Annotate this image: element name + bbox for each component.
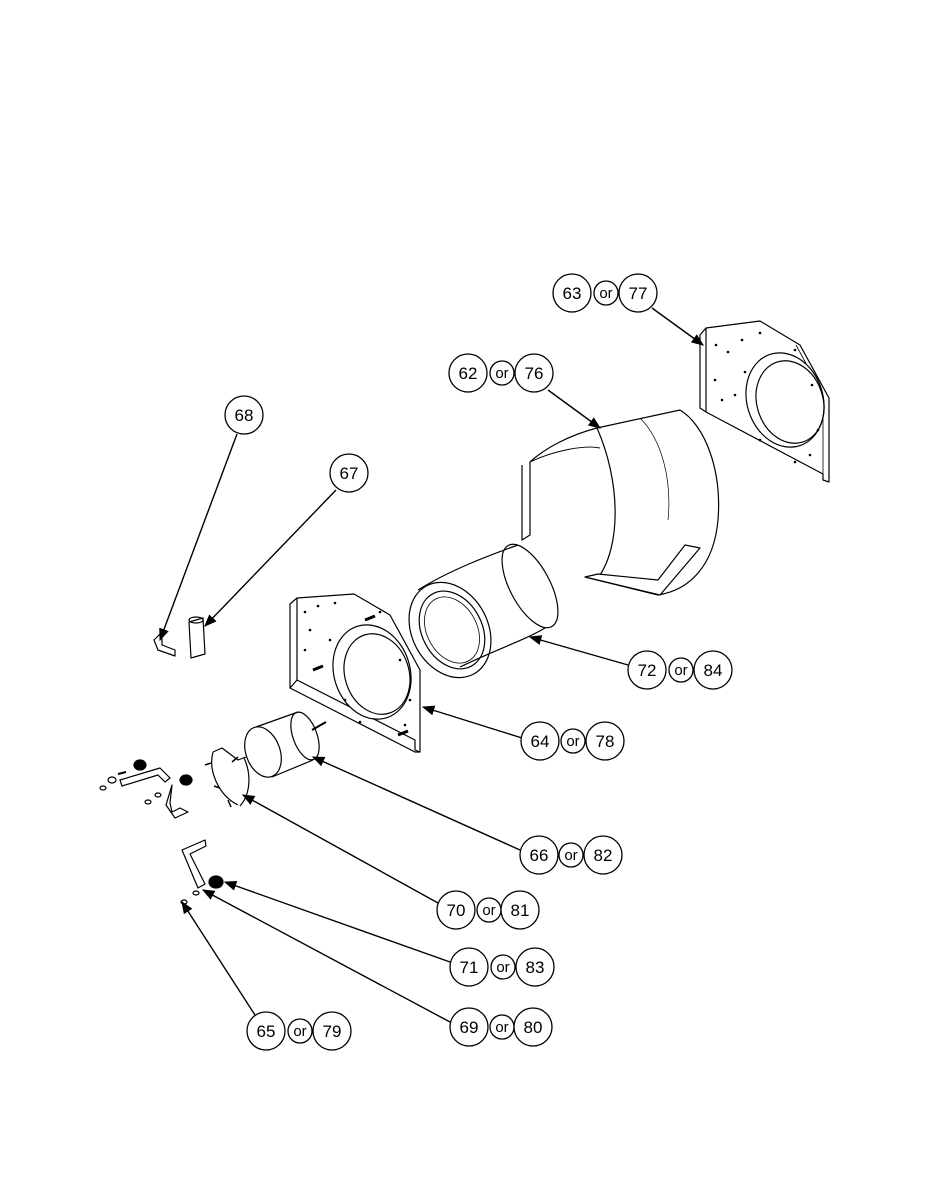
callout-63-77: 63 or 77 xyxy=(552,273,658,313)
callout-69-80: 69 or 80 xyxy=(449,1007,553,1047)
callout-62-76: 62 or 76 xyxy=(448,353,554,393)
callout-66-82: 66 or 82 xyxy=(519,835,623,875)
leader-65 xyxy=(181,900,256,1016)
front-side-panel xyxy=(289,593,421,753)
callout-67: 67 xyxy=(329,453,369,493)
motor-arms-hardware xyxy=(99,759,224,905)
callout-or: or xyxy=(293,1023,306,1040)
callout-number: 79 xyxy=(323,1022,342,1041)
callout-number: 81 xyxy=(511,901,530,920)
callout-71-83: 71 or 83 xyxy=(449,947,555,987)
callout-number: 69 xyxy=(460,1018,479,1037)
callout-number: 71 xyxy=(460,958,479,977)
callout-number: 84 xyxy=(704,661,723,680)
leader-71 xyxy=(223,881,451,963)
mounting-bracket xyxy=(153,631,176,657)
callout-or: or xyxy=(495,365,508,382)
callout-or: or xyxy=(566,733,579,750)
callout-or: or xyxy=(674,662,687,679)
callout-number: 83 xyxy=(526,958,545,977)
blower-housing-scroll xyxy=(521,409,720,596)
parts-drawing xyxy=(99,320,830,905)
callout-number: 72 xyxy=(638,661,657,680)
callout-number: 63 xyxy=(563,284,582,303)
callout-65-79: 65 or 79 xyxy=(246,1011,352,1051)
blower-wheel xyxy=(408,543,559,679)
callout-70-81: 70 or 81 xyxy=(436,890,540,930)
rear-side-panel xyxy=(699,320,830,483)
leader-68 xyxy=(159,433,238,642)
callout-or: or xyxy=(496,959,509,976)
leader-70 xyxy=(241,794,439,904)
callout-number: 68 xyxy=(235,406,254,425)
leader-66 xyxy=(311,756,521,851)
callout-number: 66 xyxy=(530,846,549,865)
callout-number: 64 xyxy=(531,732,550,751)
callout-number: 77 xyxy=(629,284,648,303)
blower-motor xyxy=(244,711,327,778)
callout-or: or xyxy=(495,1019,508,1036)
leader-67 xyxy=(204,489,337,627)
callout-number: 80 xyxy=(524,1018,543,1037)
callout-64-78: 64 or 78 xyxy=(520,721,625,761)
callout-or: or xyxy=(599,285,612,302)
callout-number: 62 xyxy=(459,364,478,383)
callout-or: or xyxy=(482,902,495,919)
callout-number: 76 xyxy=(525,364,544,383)
callout-number: 82 xyxy=(594,846,613,865)
callout-or: or xyxy=(564,847,577,864)
callout-68: 68 xyxy=(224,395,264,435)
leader-62 xyxy=(547,389,602,429)
leader-lines xyxy=(159,307,705,1023)
callout-72-84: 72 or 84 xyxy=(627,650,733,690)
callout-number: 70 xyxy=(447,901,466,920)
callout-number: 78 xyxy=(596,732,615,751)
leader-64 xyxy=(421,705,523,739)
callout-number: 65 xyxy=(257,1022,276,1041)
leader-69 xyxy=(201,889,451,1023)
capacitor xyxy=(188,616,206,659)
leader-63 xyxy=(651,307,705,346)
motor-mount-ring xyxy=(204,747,250,808)
leader-72 xyxy=(528,635,629,666)
callout-number: 67 xyxy=(340,464,359,483)
